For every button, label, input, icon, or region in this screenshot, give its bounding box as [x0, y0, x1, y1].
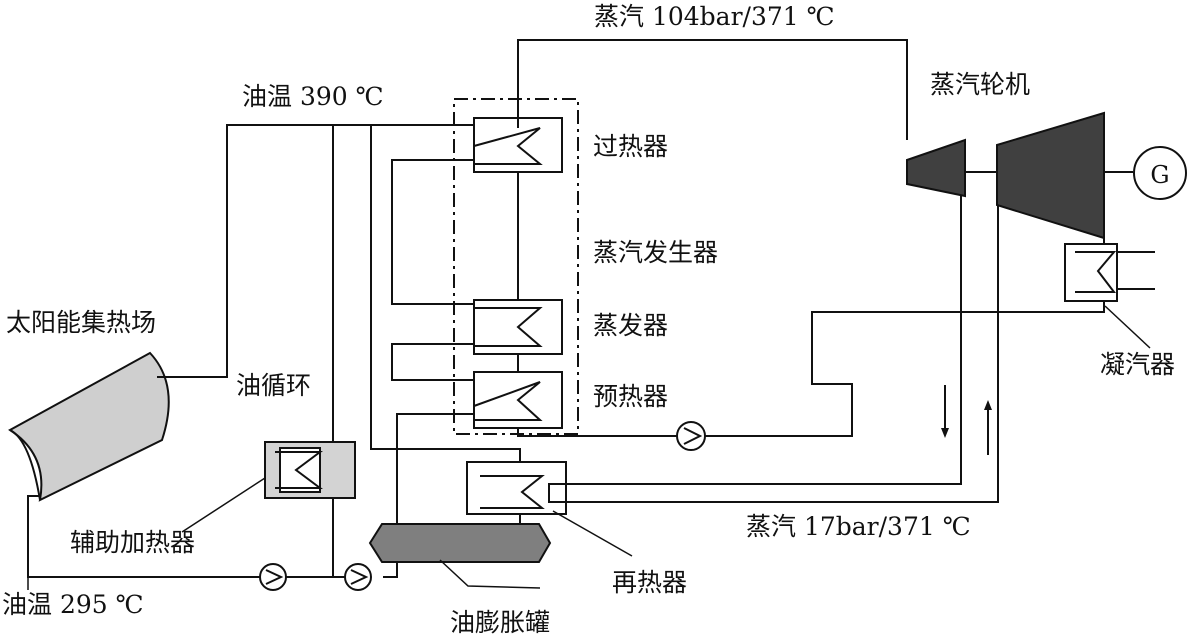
- pump-icon: [676, 421, 706, 451]
- oil-pre-return: [383, 413, 474, 578]
- oil-hot-line: [157, 124, 474, 378]
- hp-turbine: [906, 138, 966, 198]
- heat-exchanger-icon: [275, 451, 323, 489]
- steam-generator-label: 蒸汽发生器: [593, 238, 719, 267]
- generator-icon: [1133, 146, 1187, 200]
- oil-supply-riser: [370, 125, 521, 462]
- lp-steam-line: [566, 193, 999, 503]
- preheater: [473, 371, 563, 429]
- condensate-line: [705, 301, 1105, 437]
- oil-loop-label: 油循环: [236, 371, 312, 400]
- feedwater-line: [517, 428, 677, 437]
- leader-condenser: [1104, 305, 1151, 349]
- oil-sh-to-evap: [391, 159, 474, 305]
- reheater-label: 再热器: [612, 568, 688, 597]
- hp-steam-label: 蒸汽 104bar/371 ℃: [594, 2, 835, 31]
- lp-steam-label: 蒸汽 17bar/371 ℃: [746, 512, 971, 541]
- heat-exchanger-icon: [473, 127, 543, 165]
- expansion-tank-label: 油膨胀罐: [450, 608, 551, 637]
- aux-heater: [264, 441, 356, 499]
- aux-heater-label: 辅助加热器: [70, 528, 196, 557]
- hp-steam-line: [517, 39, 908, 140]
- leader-aux-heater: [181, 477, 266, 533]
- lp-turbine: [996, 111, 1105, 240]
- turbine-label: 蒸汽轮机: [930, 70, 1031, 99]
- heat-exchanger-icon: [1075, 251, 1117, 293]
- solar-field-label: 太阳能集热场: [6, 308, 157, 337]
- heat-exchanger-icon: [474, 307, 543, 347]
- leader-reheater: [552, 510, 633, 557]
- heat-exchanger-icon: [473, 381, 543, 421]
- heat-exchanger-icon: [480, 475, 545, 509]
- oil-cold-label: 油温 295 ℃: [2, 590, 144, 619]
- evaporator: [473, 299, 563, 355]
- collector-body: [8, 351, 170, 502]
- solar-collector: [8, 351, 170, 502]
- oil-hot-label: 油温 390 ℃: [242, 82, 384, 111]
- superheater-label: 过热器: [593, 132, 669, 161]
- oil-evap-to-pre: [391, 343, 474, 381]
- steam-generator-boundary: [453, 98, 579, 435]
- evaporator-label: 蒸发器: [593, 311, 669, 340]
- condenser: [1064, 243, 1118, 302]
- reheater: [466, 461, 567, 515]
- condenser-label: 凝汽器: [1100, 350, 1176, 379]
- pump-icon: [344, 563, 372, 591]
- generator-label: G: [1150, 161, 1169, 189]
- preheater-label: 预热器: [593, 382, 669, 411]
- leader-expansion-tank: [439, 559, 541, 589]
- collector-rim: [9, 429, 41, 501]
- oil-cold-line: [27, 495, 262, 578]
- lp-return-line: [566, 194, 962, 485]
- oil-expansion-tank: [368, 523, 552, 563]
- pump-icon: [259, 563, 287, 591]
